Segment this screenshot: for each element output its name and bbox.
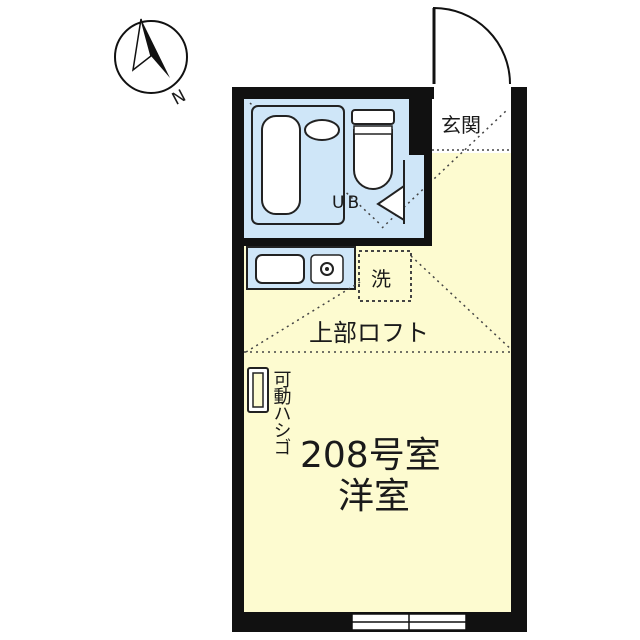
- ladder-inner: [252, 372, 264, 408]
- washer-label: 洗: [371, 267, 391, 291]
- washbasin: [304, 119, 340, 141]
- front-door-swing: [433, 6, 511, 85]
- toilet-seat: [353, 125, 393, 135]
- ladder-label: 可動ハシゴ: [271, 370, 292, 455]
- room-type-label: 洋室: [338, 476, 410, 517]
- entrance-door-opening: [434, 84, 511, 92]
- loft-outline: [245, 281, 361, 353]
- loft-diagonal: [381, 109, 508, 229]
- compass-icon: [114, 18, 188, 94]
- entrance-label: 玄関: [441, 113, 481, 137]
- entrance-floor: [428, 100, 518, 150]
- toilet-tank: [351, 109, 395, 125]
- stove-burner-icon: [320, 262, 334, 276]
- loft-label: 上部ロフト: [309, 319, 429, 347]
- north-label: N: [169, 86, 190, 110]
- stove-burner-center: [325, 267, 329, 271]
- unit-bath-label: UB: [332, 193, 362, 213]
- kitchen-sink: [255, 254, 305, 284]
- bathtub-inner: [261, 115, 301, 215]
- washer-space: [358, 250, 412, 302]
- room-number-label: 208号室: [300, 435, 441, 476]
- toilet-bowl: [353, 129, 393, 190]
